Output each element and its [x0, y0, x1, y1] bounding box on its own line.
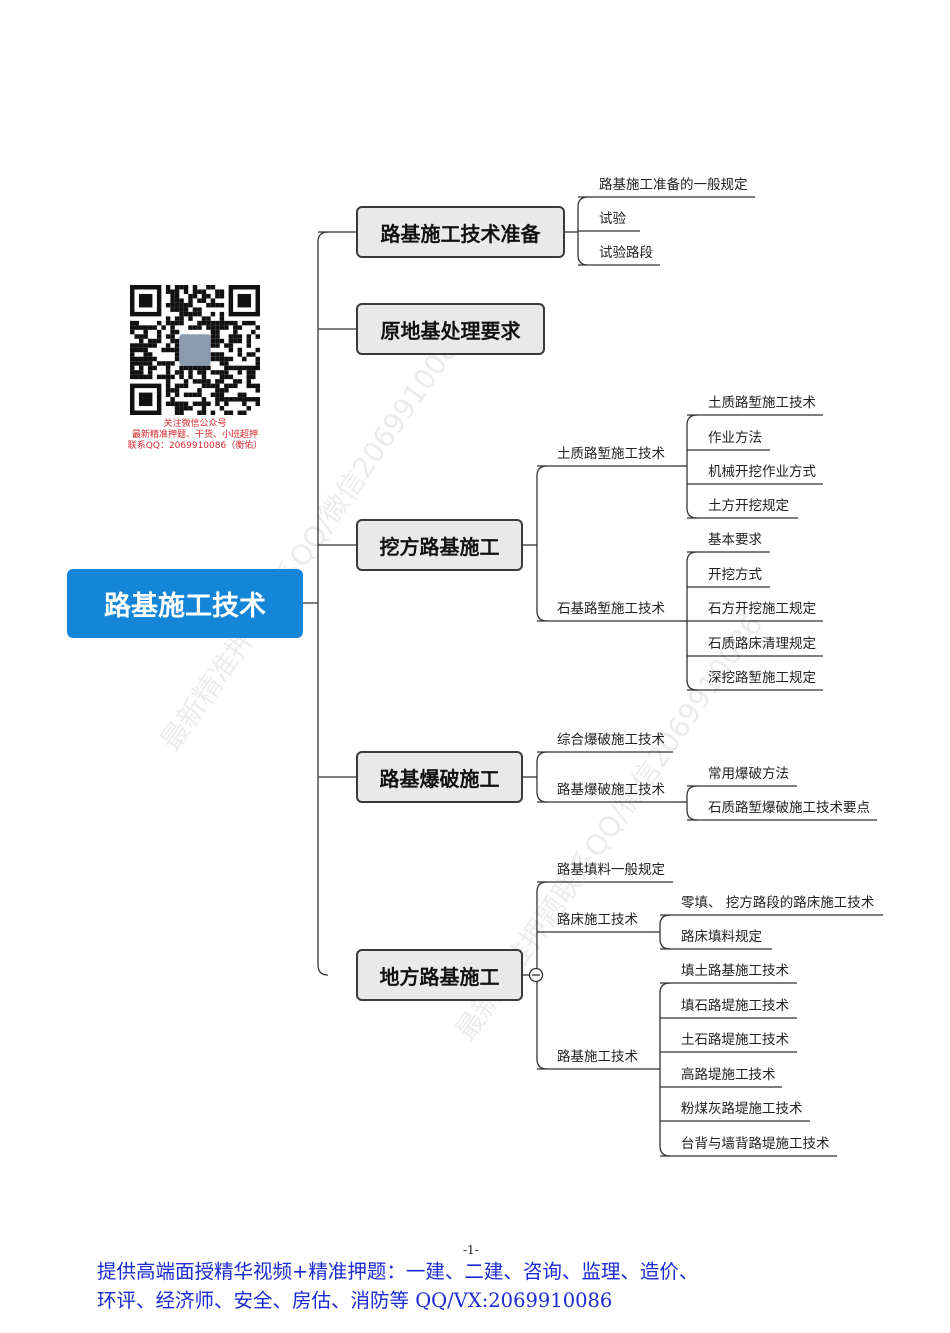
leaf-node[interactable]: 石质路堑爆破施工技术要点: [708, 800, 870, 816]
root-node[interactable]: 路基施工技术: [67, 569, 303, 638]
node-blasting[interactable]: 路基爆破施工: [356, 751, 523, 803]
leaf-node[interactable]: 零填、 挖方路段的路床施工技术: [681, 895, 875, 911]
qr-caption-line: 联系QQ：2069910086（衡佑）: [127, 441, 263, 451]
node-foundation-treatment[interactable]: 原地基处理要求: [356, 303, 545, 355]
qr-caption-line: 关注微信公众号: [163, 419, 227, 429]
leaf-node[interactable]: 填石路堤施工技术: [681, 998, 789, 1014]
leaf-node[interactable]: 试验路段: [599, 245, 653, 261]
qr-code: [128, 285, 262, 415]
sub-node[interactable]: 路基施工技术: [557, 1049, 638, 1065]
leaf-node[interactable]: 作业方法: [708, 430, 762, 446]
leaf-node[interactable]: 高路堤施工技术: [681, 1067, 776, 1083]
leaf-node[interactable]: 粉煤灰路堤施工技术: [681, 1101, 803, 1117]
leaf-node[interactable]: 填土路基施工技术: [681, 963, 789, 979]
leaf-node[interactable]: 土石路堤施工技术: [681, 1032, 789, 1048]
sub-node[interactable]: 路基爆破施工技术: [557, 782, 665, 798]
leaf-node[interactable]: 试验: [599, 211, 626, 227]
leaf-node[interactable]: 路床填料规定: [681, 929, 762, 945]
node-cut-roadbed[interactable]: 挖方路基施工: [356, 519, 523, 571]
leaf-node[interactable]: 台背与墙背路堤施工技术: [681, 1136, 830, 1152]
sub-node[interactable]: 路床施工技术: [557, 912, 638, 928]
leaf-node[interactable]: 石方开挖施工规定: [708, 601, 816, 617]
node-fill-roadbed[interactable]: 地方路基施工: [356, 949, 523, 1001]
footer-text: 提供高端面授精华视频+精准押题：一建、二建、咨询、监理、造价、 环评、经济师、安…: [97, 1257, 698, 1315]
leaf-node[interactable]: 土方开挖规定: [708, 498, 789, 514]
sub-node[interactable]: 路基填料一般规定: [557, 862, 665, 878]
leaf-node[interactable]: 深挖路堑施工规定: [708, 670, 816, 686]
leaf-node[interactable]: 机械开挖作业方式: [708, 464, 816, 480]
collapse-toggle: [528, 967, 544, 983]
qr-caption-line: 最新精准押题、干货、小班超押: [131, 430, 258, 440]
page-number: -1-: [463, 1243, 479, 1257]
footer-line: 提供高端面授精华视频+精准押题：一建、二建、咨询、监理、造价、: [97, 1260, 699, 1283]
leaf-node[interactable]: 土质路堑施工技术: [708, 395, 816, 411]
node-roadbed-preparation[interactable]: 路基施工技术准备: [356, 206, 565, 258]
sub-node[interactable]: 土质路堑施工技术: [557, 446, 665, 462]
leaf-node[interactable]: 路基施工准备的一般规定: [599, 177, 748, 193]
footer-line: 环评、经济师、安全、房估、消防等 QQ/VX:2069910086: [97, 1289, 613, 1312]
sub-node[interactable]: 综合爆破施工技术: [557, 732, 665, 748]
leaf-node[interactable]: 石质路床清理规定: [708, 636, 816, 652]
leaf-node[interactable]: 常用爆破方法: [708, 766, 789, 782]
qr-caption: 关注微信公众号 最新精准押题、干货、小班超押 联系QQ：2069910086（衡…: [115, 419, 275, 452]
sub-node[interactable]: 石基路堑施工技术: [557, 601, 665, 617]
leaf-node[interactable]: 基本要求: [708, 532, 762, 548]
qr-code-image: [130, 285, 260, 415]
leaf-node[interactable]: 开挖方式: [708, 567, 762, 583]
